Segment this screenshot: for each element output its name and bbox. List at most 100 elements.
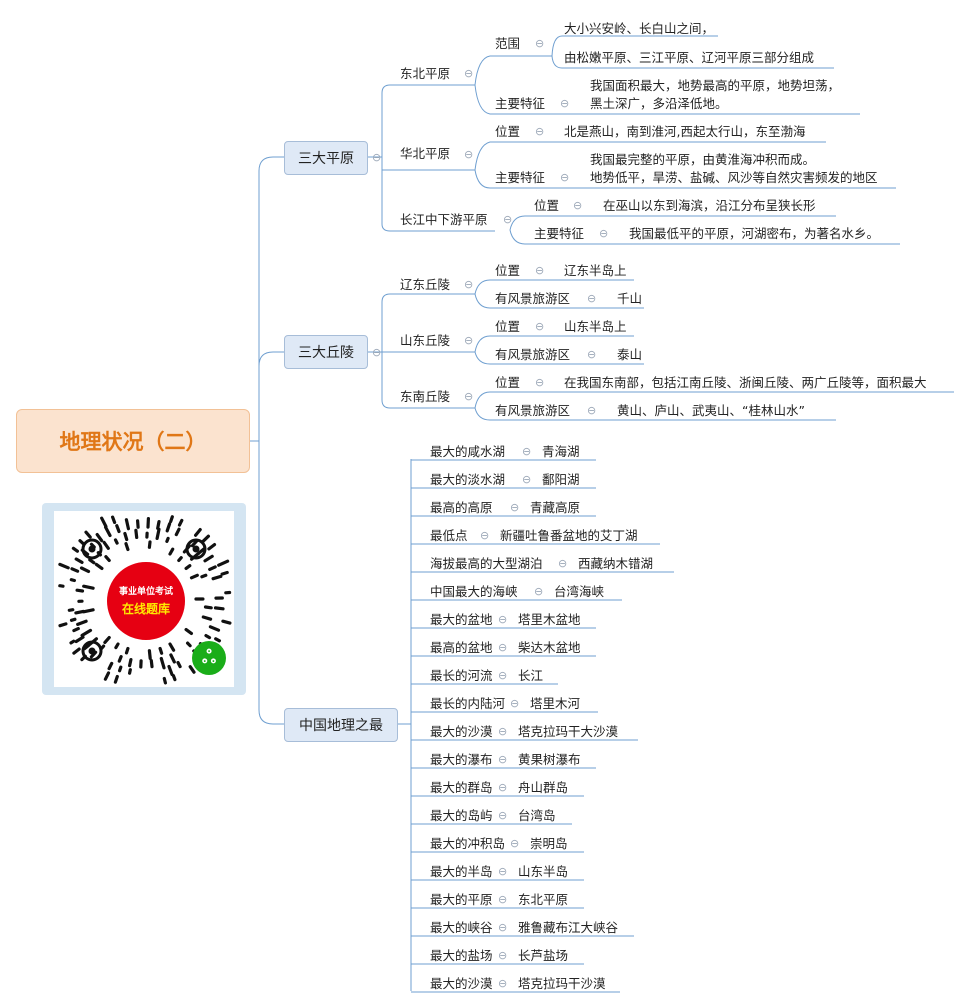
topic-hills[interactable]: 三大丘陵: [284, 335, 368, 369]
topic-superlatives[interactable]: 中国地理之最: [284, 708, 398, 742]
label-feature[interactable]: 主要特征: [534, 226, 585, 241]
collapse-icon[interactable]: ⊖: [372, 346, 382, 359]
qr-code: 事业单位考试 在线题库 ஃ: [54, 511, 234, 687]
label-scope[interactable]: 范围: [495, 36, 521, 51]
superlative-label[interactable]: 海拔最高的大型湖泊: [430, 556, 543, 571]
superlative-value: 西藏纳木错湖: [578, 556, 654, 571]
label-feature[interactable]: 主要特征: [495, 170, 546, 185]
collapse-icon[interactable]: ⊖: [498, 893, 508, 906]
collapse-icon[interactable]: ⊖: [464, 390, 474, 403]
superlative-label[interactable]: 最大的平原: [430, 892, 493, 907]
subtopic-southeast-hills[interactable]: 东南丘陵: [400, 389, 451, 404]
collapse-icon[interactable]: ⊖: [535, 37, 545, 50]
superlative-label[interactable]: 最大的咸水湖: [430, 444, 506, 459]
label-location[interactable]: 位置: [534, 198, 560, 213]
collapse-icon[interactable]: ⊖: [560, 97, 570, 110]
text-location: 在我国东南部，包括江南丘陵、浙闽丘陵、两广丘陵等，面积最大: [564, 375, 927, 390]
collapse-icon[interactable]: ⊖: [510, 697, 520, 710]
qr-pattern: [58, 515, 232, 685]
superlative-label[interactable]: 最高的高原: [430, 500, 493, 515]
superlative-value: 塔里木河: [530, 696, 581, 711]
collapse-icon[interactable]: ⊖: [587, 292, 597, 305]
collapse-icon[interactable]: ⊖: [498, 949, 508, 962]
collapse-icon[interactable]: ⊖: [587, 348, 597, 361]
superlative-label[interactable]: 最大的盆地: [430, 612, 493, 627]
subtopic-shandong-hills[interactable]: 山东丘陵: [400, 333, 451, 348]
collapse-icon[interactable]: ⊖: [535, 264, 545, 277]
superlative-label[interactable]: 最高的盆地: [430, 640, 493, 655]
collapse-icon[interactable]: ⊖: [587, 404, 597, 417]
superlative-value: 青藏高原: [530, 500, 581, 515]
collapse-icon[interactable]: ⊖: [498, 809, 508, 822]
superlative-value: 塔克拉玛干沙漠: [518, 976, 606, 991]
text-scope-1: 大小兴安岭、长白山之间，: [564, 21, 715, 36]
collapse-icon[interactable]: ⊖: [464, 334, 474, 347]
superlative-label[interactable]: 最大的岛屿: [430, 808, 493, 823]
subtopic-northeast-plain[interactable]: 东北平原: [400, 66, 451, 81]
collapse-icon[interactable]: ⊖: [480, 529, 490, 542]
superlative-label[interactable]: 最大的冲积岛: [430, 836, 506, 851]
superlative-label[interactable]: 最长的内陆河: [430, 696, 506, 711]
collapse-icon[interactable]: ⊖: [535, 376, 545, 389]
superlative-label[interactable]: 最大的淡水湖: [430, 472, 506, 487]
label-scenic[interactable]: 有风景旅游区: [495, 403, 571, 418]
collapse-icon[interactable]: ⊖: [510, 837, 520, 850]
collapse-icon[interactable]: ⊖: [464, 67, 474, 80]
superlative-label[interactable]: 最低点: [430, 528, 468, 543]
collapse-icon[interactable]: ⊖: [498, 669, 508, 682]
superlative-value: 台湾岛: [518, 808, 556, 823]
superlative-label[interactable]: 中国最大的海峡: [430, 584, 518, 599]
collapse-icon[interactable]: ⊖: [372, 151, 382, 164]
collapse-icon[interactable]: ⊖: [573, 199, 583, 212]
superlative-label[interactable]: 最大的群岛: [430, 780, 493, 795]
label-location[interactable]: 位置: [495, 319, 521, 334]
superlative-value: 长江: [518, 668, 544, 683]
collapse-icon[interactable]: ⊖: [498, 641, 508, 654]
text-location: 北是燕山，南到淮河,西起太行山，东至渤海: [564, 124, 806, 139]
superlative-value: 舟山群岛: [518, 780, 569, 795]
collapse-icon[interactable]: ⊖: [498, 865, 508, 878]
text-location: 在巫山以东到海滨，沿江分布呈狭长形: [603, 198, 816, 213]
collapse-icon[interactable]: ⊖: [522, 473, 532, 486]
qr-line1: 事业单位考试: [118, 586, 173, 597]
subtopic-north-plain[interactable]: 华北平原: [400, 146, 451, 161]
label-location[interactable]: 位置: [495, 124, 521, 139]
collapse-icon[interactable]: ⊖: [560, 171, 570, 184]
superlative-label[interactable]: 最大的半岛: [430, 864, 493, 879]
superlative-value: 黄果树瀑布: [518, 752, 581, 767]
collapse-icon[interactable]: ⊖: [510, 501, 520, 514]
superlative-label[interactable]: 最大的沙漠: [430, 724, 493, 739]
superlative-label[interactable]: 最大的沙漠: [430, 976, 493, 991]
collapse-icon[interactable]: ⊖: [498, 753, 508, 766]
superlative-value: 山东半岛: [518, 864, 569, 879]
topic-plains[interactable]: 三大平原: [284, 141, 368, 175]
collapse-icon[interactable]: ⊖: [464, 278, 474, 291]
collapse-icon[interactable]: ⊖: [503, 213, 513, 226]
root-topic[interactable]: 地理状况（二）: [16, 409, 250, 473]
superlative-label[interactable]: 最大的盐场: [430, 948, 493, 963]
label-scenic[interactable]: 有风景旅游区: [495, 291, 571, 306]
superlative-label[interactable]: 最大的瀑布: [430, 752, 493, 767]
collapse-icon[interactable]: ⊖: [535, 320, 545, 333]
collapse-icon[interactable]: ⊖: [498, 921, 508, 934]
collapse-icon[interactable]: ⊖: [522, 445, 532, 458]
collapse-icon[interactable]: ⊖: [498, 977, 508, 990]
collapse-icon[interactable]: ⊖: [498, 725, 508, 738]
collapse-icon[interactable]: ⊖: [498, 781, 508, 794]
subtopic-liaodong-hills[interactable]: 辽东丘陵: [400, 277, 451, 292]
collapse-icon[interactable]: ⊖: [599, 227, 609, 240]
label-scenic[interactable]: 有风景旅游区: [495, 347, 571, 362]
collapse-icon[interactable]: ⊖: [534, 585, 544, 598]
label-location[interactable]: 位置: [495, 375, 521, 390]
text-location: 辽东半岛上: [564, 263, 627, 278]
collapse-icon[interactable]: ⊖: [558, 557, 568, 570]
collapse-icon[interactable]: ⊖: [535, 125, 545, 138]
superlative-label[interactable]: 最长的河流: [430, 668, 493, 683]
label-feature[interactable]: 主要特征: [495, 96, 546, 111]
superlative-label[interactable]: 最大的峡谷: [430, 920, 493, 935]
collapse-icon[interactable]: ⊖: [464, 148, 474, 161]
collapse-icon[interactable]: ⊖: [498, 613, 508, 626]
label-location[interactable]: 位置: [495, 263, 521, 278]
subtopic-yangtze-plain[interactable]: 长江中下游平原: [400, 212, 488, 227]
